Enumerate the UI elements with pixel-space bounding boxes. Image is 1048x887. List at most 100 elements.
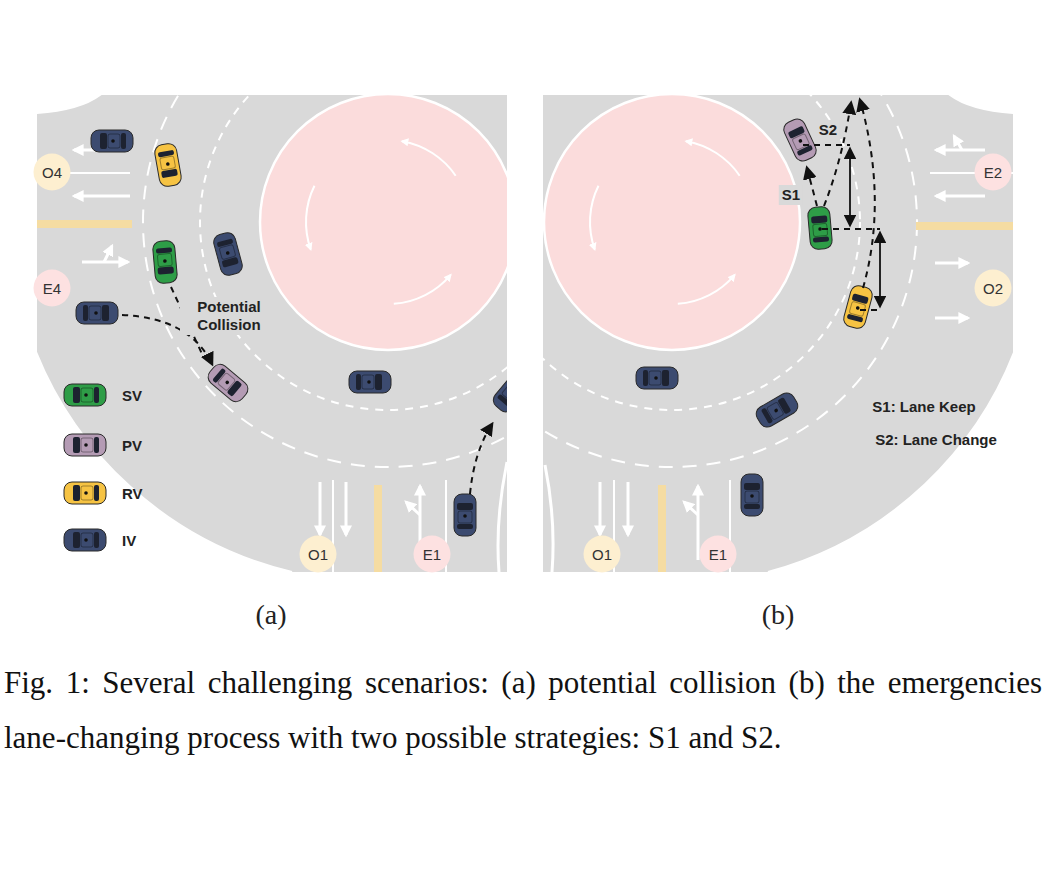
flow-arrow (686, 141, 740, 176)
legend-label: PV (122, 437, 142, 454)
car-icon (349, 371, 391, 393)
legend-entry: PV (60, 431, 142, 459)
car-body (753, 390, 800, 430)
circle-fill (975, 154, 1012, 191)
curb-corner (768, 333, 1013, 572)
car-windshield (811, 215, 828, 223)
car-icon (807, 206, 833, 250)
panel-label: (a) (255, 598, 286, 632)
car-body (807, 206, 833, 250)
car-body (212, 231, 244, 277)
car-center (84, 443, 88, 447)
car-center (856, 306, 860, 310)
car-body (64, 482, 106, 504)
lane-arrow (954, 136, 962, 150)
car-icon (454, 494, 476, 536)
car-windshield (157, 266, 174, 274)
car-body (205, 361, 251, 405)
strategy-tag: S1 (779, 185, 803, 205)
legend-swatch (60, 479, 110, 507)
trajectory (860, 100, 875, 288)
car-roof (81, 486, 93, 500)
car-body (454, 494, 476, 536)
terminal-circle: E4 (33, 269, 71, 307)
car-roof (767, 402, 784, 420)
flow-arrow (402, 141, 456, 176)
car-rear-window (83, 305, 88, 321)
central-island (260, 95, 507, 350)
car-windshield (73, 437, 80, 453)
legend-swatch (60, 431, 110, 459)
circle-fill (34, 154, 71, 191)
lane-arrow (935, 262, 968, 265)
car-center (798, 139, 803, 144)
terminal-circle: O1 (299, 535, 337, 573)
car-icon (64, 482, 106, 504)
car-icon (636, 367, 678, 389)
flow-arrow (590, 186, 598, 250)
lane-arrow (599, 482, 602, 535)
car-center (818, 227, 822, 231)
car-body (64, 434, 106, 456)
car-roof (849, 301, 866, 316)
car-rear-window (356, 374, 361, 390)
circle-fill (584, 536, 621, 573)
car-icon (154, 142, 183, 187)
lane-divider (200, 95, 507, 410)
flow-arrow (306, 186, 314, 250)
curb-corner (37, 95, 100, 113)
car-rear-window (121, 133, 126, 149)
car-roof (217, 372, 235, 390)
car-icon (91, 130, 133, 152)
legend-label: IV (122, 532, 136, 549)
car-icon (64, 434, 106, 456)
curb-corner (37, 333, 292, 572)
legend-entry: RV (60, 479, 143, 507)
car-windshield (73, 485, 80, 501)
panel-b (543, 95, 1013, 572)
trajectory (824, 103, 851, 206)
car-center (163, 259, 167, 263)
panel-a (37, 95, 507, 572)
curb-line (498, 462, 507, 572)
car-icon (152, 240, 178, 284)
car-center (94, 311, 98, 315)
trajectory (807, 168, 817, 206)
trajectory (822, 228, 880, 230)
legend-swatch (60, 526, 110, 554)
car-body (781, 116, 819, 163)
lane-divider (143, 95, 507, 467)
car-rear-window (156, 247, 172, 253)
lane-arrow (627, 482, 630, 535)
strategy-tag: S2 (816, 120, 840, 140)
legend-swatch (60, 381, 110, 409)
car-roof (219, 244, 236, 259)
car-windshield (102, 305, 109, 321)
car-center (226, 251, 230, 255)
curb-corner (950, 95, 1013, 113)
legend-label: RV (122, 485, 143, 502)
car-roof (362, 375, 374, 389)
trajectory (803, 144, 850, 146)
car-icon (64, 529, 106, 551)
car-windshield (375, 374, 382, 390)
car-windshield (457, 503, 473, 510)
terminal-circle: O4 (33, 153, 71, 191)
car-rear-window (744, 504, 760, 509)
car-icon (490, 369, 507, 415)
car-rear-window (813, 236, 829, 242)
distance-arrow (879, 233, 881, 306)
car-roof (81, 438, 93, 452)
car-windshield (662, 370, 669, 386)
car-rear-window (94, 387, 99, 403)
car-body (152, 240, 178, 284)
flow-arrow (678, 275, 735, 304)
car-windshield (100, 133, 107, 149)
car-center (774, 408, 779, 413)
car-body (91, 130, 133, 152)
car-center (463, 514, 467, 518)
lane-arrow (345, 482, 348, 535)
car-body (154, 142, 183, 187)
terminal-label: O1 (308, 546, 328, 563)
car-body (741, 474, 763, 516)
